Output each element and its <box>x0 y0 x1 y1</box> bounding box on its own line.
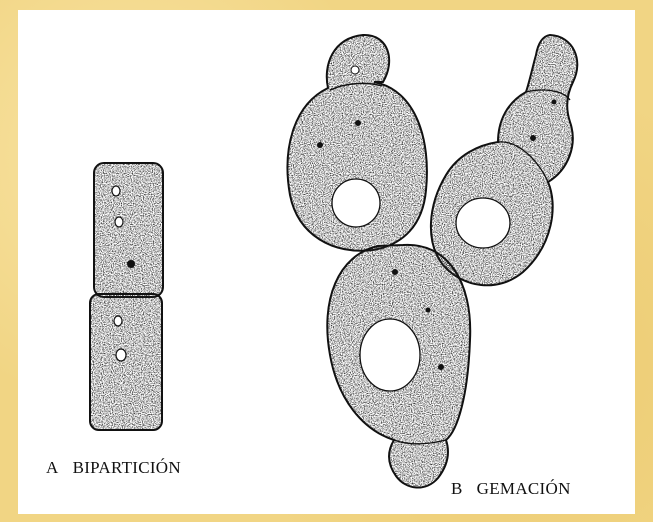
label-bipartition: A BIPARTICIÓN <box>46 458 181 478</box>
label-gemation-letter: B <box>451 479 463 498</box>
bipartition-cell-top <box>94 163 163 297</box>
bipartition-cells <box>90 163 163 430</box>
budding-cells <box>288 35 578 488</box>
bipartition-cell-bottom <box>90 294 162 430</box>
budding-chain-right <box>431 35 577 285</box>
diagram-panel: A BIPARTICIÓN B GEMACIÓN <box>18 10 635 514</box>
label-gemation: B GEMACIÓN <box>451 479 571 499</box>
budding-cell-large <box>327 245 470 488</box>
cell-division-diagram <box>18 10 635 514</box>
label-bipartition-text: BIPARTICIÓN <box>73 458 181 477</box>
label-bipartition-letter: A <box>46 458 59 477</box>
budding-cell-upper-left <box>288 35 427 251</box>
label-gemation-text: GEMACIÓN <box>477 479 571 498</box>
